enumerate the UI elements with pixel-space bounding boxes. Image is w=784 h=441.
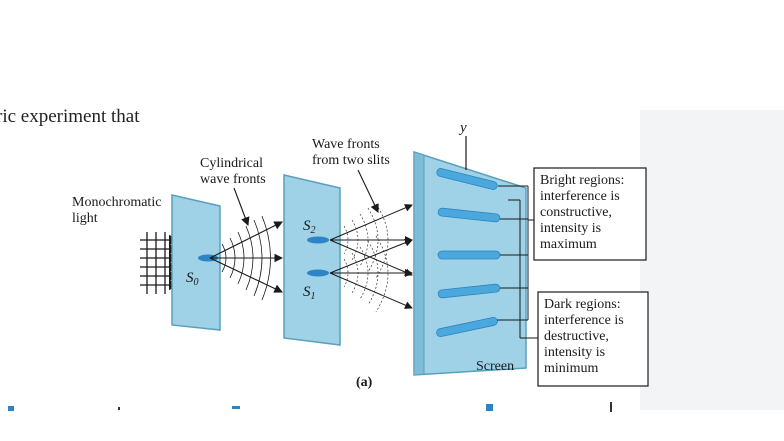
bright-line-5: maximum	[540, 237, 597, 252]
page-shading	[640, 110, 784, 410]
dark-line-1: Dark regions:	[544, 297, 621, 312]
label-light: light	[72, 211, 98, 226]
band-3	[437, 250, 501, 260]
band-4	[437, 283, 501, 299]
bright-regions-callout: Bright regions: interference is construc…	[533, 167, 647, 261]
two-slits-pointer	[357, 169, 379, 213]
two-slit-rays	[329, 204, 413, 309]
label-screen: Screen	[476, 359, 514, 374]
dark-regions-callout: Dark regions: interference is destructiv…	[537, 291, 649, 387]
label-wave-fronts-2: Wave fronts	[312, 137, 380, 152]
label-monochromatic: Monochromatic	[72, 195, 161, 210]
band-1	[436, 168, 498, 190]
screen-edge	[413, 151, 425, 376]
scan-marks	[8, 402, 612, 412]
dark-line-5: minimum	[544, 361, 599, 376]
band-2	[437, 207, 501, 223]
slit-s2	[307, 236, 329, 244]
bright-line-3: constructive,	[540, 205, 612, 220]
label-s1: S1	[303, 284, 316, 302]
figure-caption: (a)	[356, 375, 373, 390]
bright-line-4: intensity is	[540, 221, 601, 236]
label-wave-fronts: wave fronts	[200, 172, 266, 187]
label-s2: S2	[303, 218, 316, 236]
band-5	[436, 316, 498, 338]
dark-leader-lines	[508, 199, 538, 339]
dark-line-3: destructive,	[544, 329, 609, 344]
page-fragment-text: ric experiment that	[0, 106, 140, 127]
first-barrier-panel	[171, 194, 221, 331]
label-y: y	[458, 120, 467, 136]
screen-panel	[413, 150, 527, 376]
label-from-two-slits: from two slits	[312, 153, 390, 168]
dark-line-2: interference is	[544, 313, 624, 328]
slit-s1	[307, 269, 329, 277]
bright-leader-lines	[497, 185, 534, 321]
dark-line-4: intensity is	[544, 345, 605, 360]
double-slit-panel	[283, 174, 341, 346]
label-cylindrical: Cylindrical	[200, 156, 263, 171]
bright-line-2: interference is	[540, 189, 620, 204]
bright-line-1: Bright regions:	[540, 173, 624, 188]
cylindrical-pointer	[233, 187, 250, 227]
label-s0: S0	[186, 270, 199, 288]
incoming-light-rays	[140, 232, 180, 294]
interference-bands	[436, 168, 501, 338]
diverging-rays	[209, 221, 284, 293]
